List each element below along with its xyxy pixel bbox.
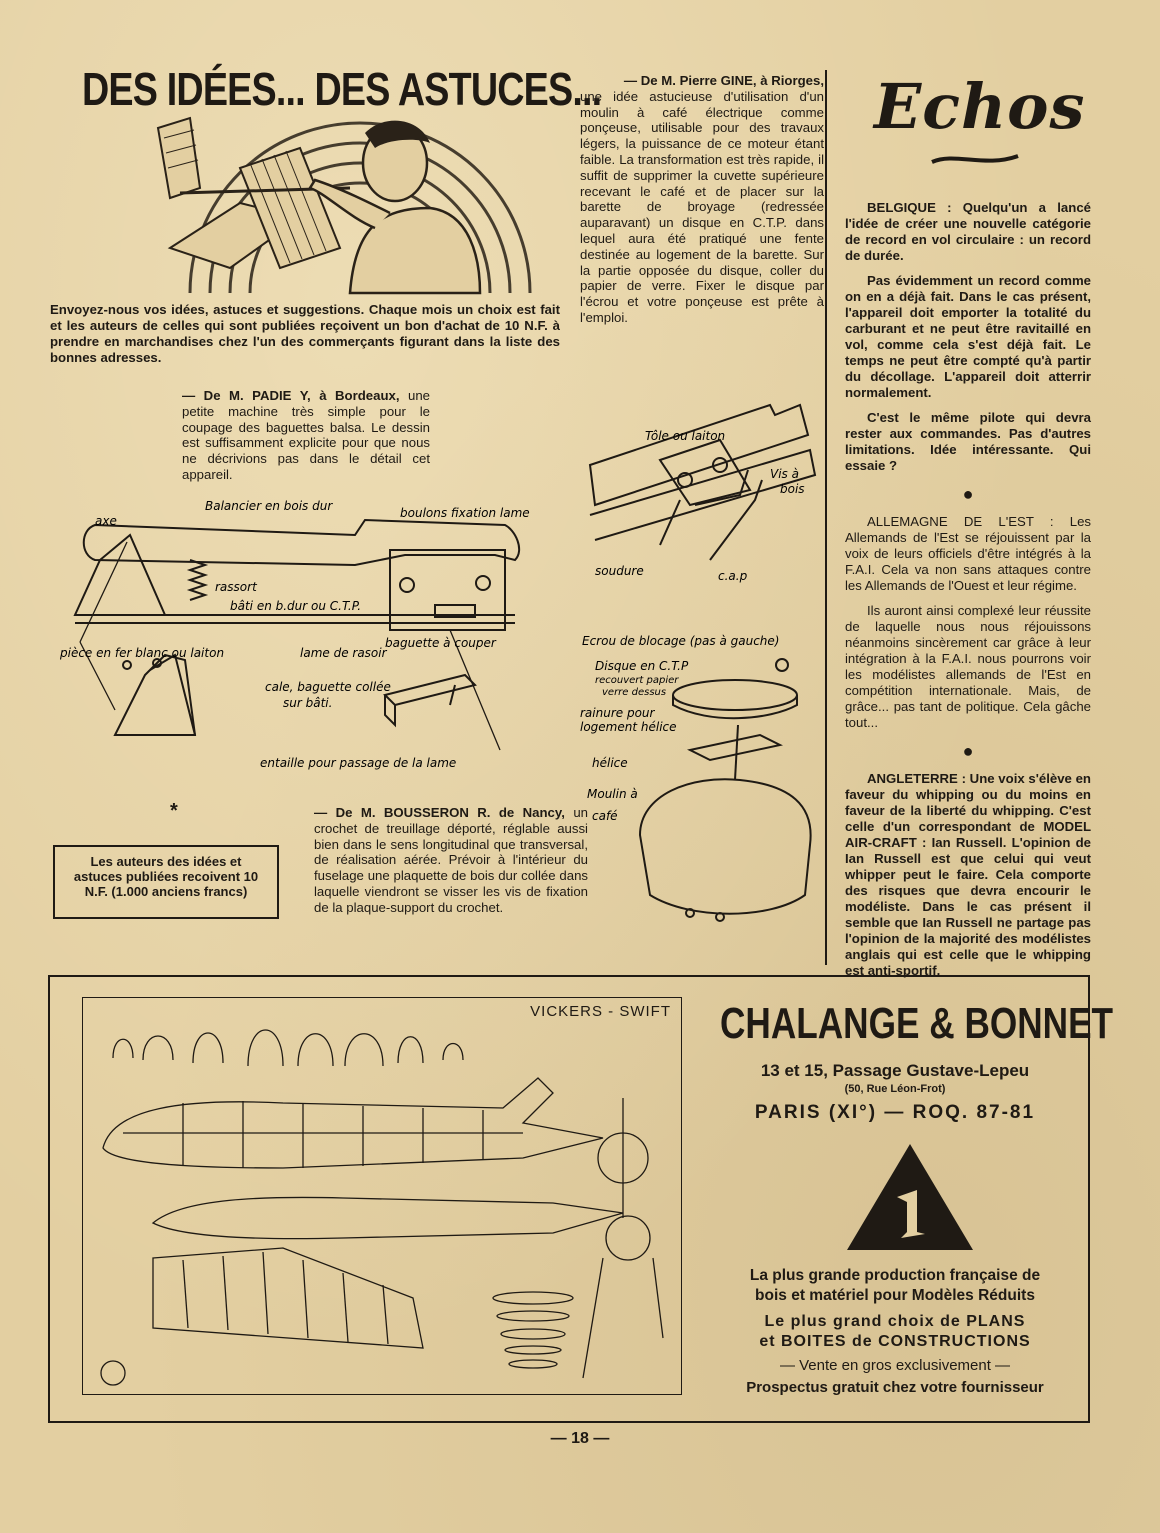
intro-paragraph: Envoyez-nous vos idées, astuces et sugge… [50,302,560,365]
label-ressort: rassort [215,580,258,594]
company-address-sub: (50, Rue Léon-Frot) [844,1083,946,1095]
echos-allemagne: ALLEMAGNE DE L'EST : Les Allemands de l'… [845,514,1091,593]
asterisk-separator: * [170,800,178,822]
column-divider [825,70,827,965]
tagline-1: La plus grande production française de [749,1267,1041,1284]
label-rainure-1: rainure pour [580,706,656,720]
tagline-6: Prospectus gratuit chez votre fournisseu… [746,1379,1044,1396]
page-number: — 18 — [550,1430,610,1447]
header-illustration [156,116,532,295]
echos-belgique: BELGIQUE : Quelqu'un a lancé l'idée de c… [845,200,1091,263]
bousseron-paragraph: — De M. BOUSSERON R. de Nancy, un croche… [314,805,588,916]
label-entaille: entaille pour passage de la lame [260,756,456,770]
label-rainure-2: logement hélice [580,720,677,734]
label-ecrou: Ecrou de blocage (pas à gauche) [582,634,779,648]
echos-column: BELGIQUE : Quelqu'un a lancé l'idée de c… [845,200,1091,988]
echos-allemagne-2: Ils auront ainsi complexé leur réussite … [845,603,1091,730]
label-moulin-2: café [592,809,618,823]
label-balancier: Balancier en bois dur [205,499,333,513]
label-disque-2: recouvert papier [595,675,679,686]
label-moulin-1: Moulin à [587,787,638,801]
gine-paragraph: — De M. Pierre GINE, à Riorges, une idée… [580,73,824,326]
echos-flourish [931,154,1019,164]
plan-drawing [100,1029,664,1386]
balsa-cutter-diagram: Balancier en bois dur boulons fixation l… [59,499,530,770]
label-vis-2: bois [780,482,805,496]
advert-box: VICKERS - SWIFT [48,975,1113,1423]
label-cale-1: cale, baguette collée [265,680,391,694]
authors-box: Les auteurs des idées et astuces publiée… [53,845,279,919]
label-tole: Tôle ou laiton [645,429,725,443]
label-cale-2: sur bâti. [283,696,332,710]
padie-lead: — De M. PADIE Y, à Bordeaux, [182,388,408,403]
company-city: PARIS (XI°) — ROQ. 87-81 [754,1102,1036,1123]
tagline-3: Le plus grand choix de PLANS [764,1313,1026,1330]
echos-bullet-1: ● [962,484,974,504]
tagline-5: — Vente en gros exclusivement — [779,1357,1011,1374]
page-title: DES IDÉES... DES ASTUCES... [82,63,602,115]
plan-title: VICKERS - SWIFT [530,1003,671,1020]
padie-paragraph: — De M. PADIE Y, à Bordeaux, une petite … [182,388,430,483]
padie-body: une petite machine très simple pour le c… [182,388,430,482]
label-cap: c.a.p [718,569,748,583]
label-lame: lame de rasoir [300,646,388,660]
echos-angleterre: ANGLETERRE : Une voix s'élève en faveur … [845,771,1091,978]
echos-belgique-2: Pas évidemment un record comme on en a d… [845,273,1091,400]
tagline-4: et BOITES de CONSTRUCTIONS [759,1333,1031,1350]
gine-lead: — De M. Pierre GINE, à Riorges, [623,73,824,88]
label-boulons: boulons fixation lame [400,506,530,520]
label-axe: axe [95,514,117,528]
label-bati: bâti en b.dur ou C.T.P. [230,599,361,613]
company-name: CHALANGE & BONNET [720,999,1114,1048]
label-baguette: baguette à couper [385,636,497,650]
tagline-2: bois et matériel pour Modèles Réduits [755,1287,1035,1304]
label-disque-3: verre dessus [602,687,666,698]
bousseron-body: un crochet de treuillage déporté, réglab… [314,805,588,915]
echos-bullet-2: ● [962,741,974,761]
echos-belgique-3: C'est le même pilote qui devra rester au… [845,410,1091,473]
label-helice: hélice [592,756,628,770]
echos-title: Echos [874,70,1086,143]
label-disque-1: Disque en C.T.P [595,659,689,673]
label-piece: pièce en fer blanc ou laiton [59,646,224,660]
hook-and-sander-diagram: Tôle ou laiton Vis à bois soudure c.a.p … [580,403,817,922]
company-address: 13 et 15, Passage Gustave-Lepeu [760,1061,1030,1080]
label-vis-1: Vis à [770,467,799,481]
company-logo-triangle [847,1144,973,1250]
authors-box-text: Les auteurs des idées et astuces publiée… [73,854,259,899]
gine-body: une idée astucieuse d'utilisation d'un m… [580,88,824,325]
label-soudure: soudure [595,564,644,578]
vickers-swift-plan: VICKERS - SWIFT [82,997,682,1395]
bousseron-lead: — De M. BOUSSERON R. de Nancy, [314,805,565,820]
